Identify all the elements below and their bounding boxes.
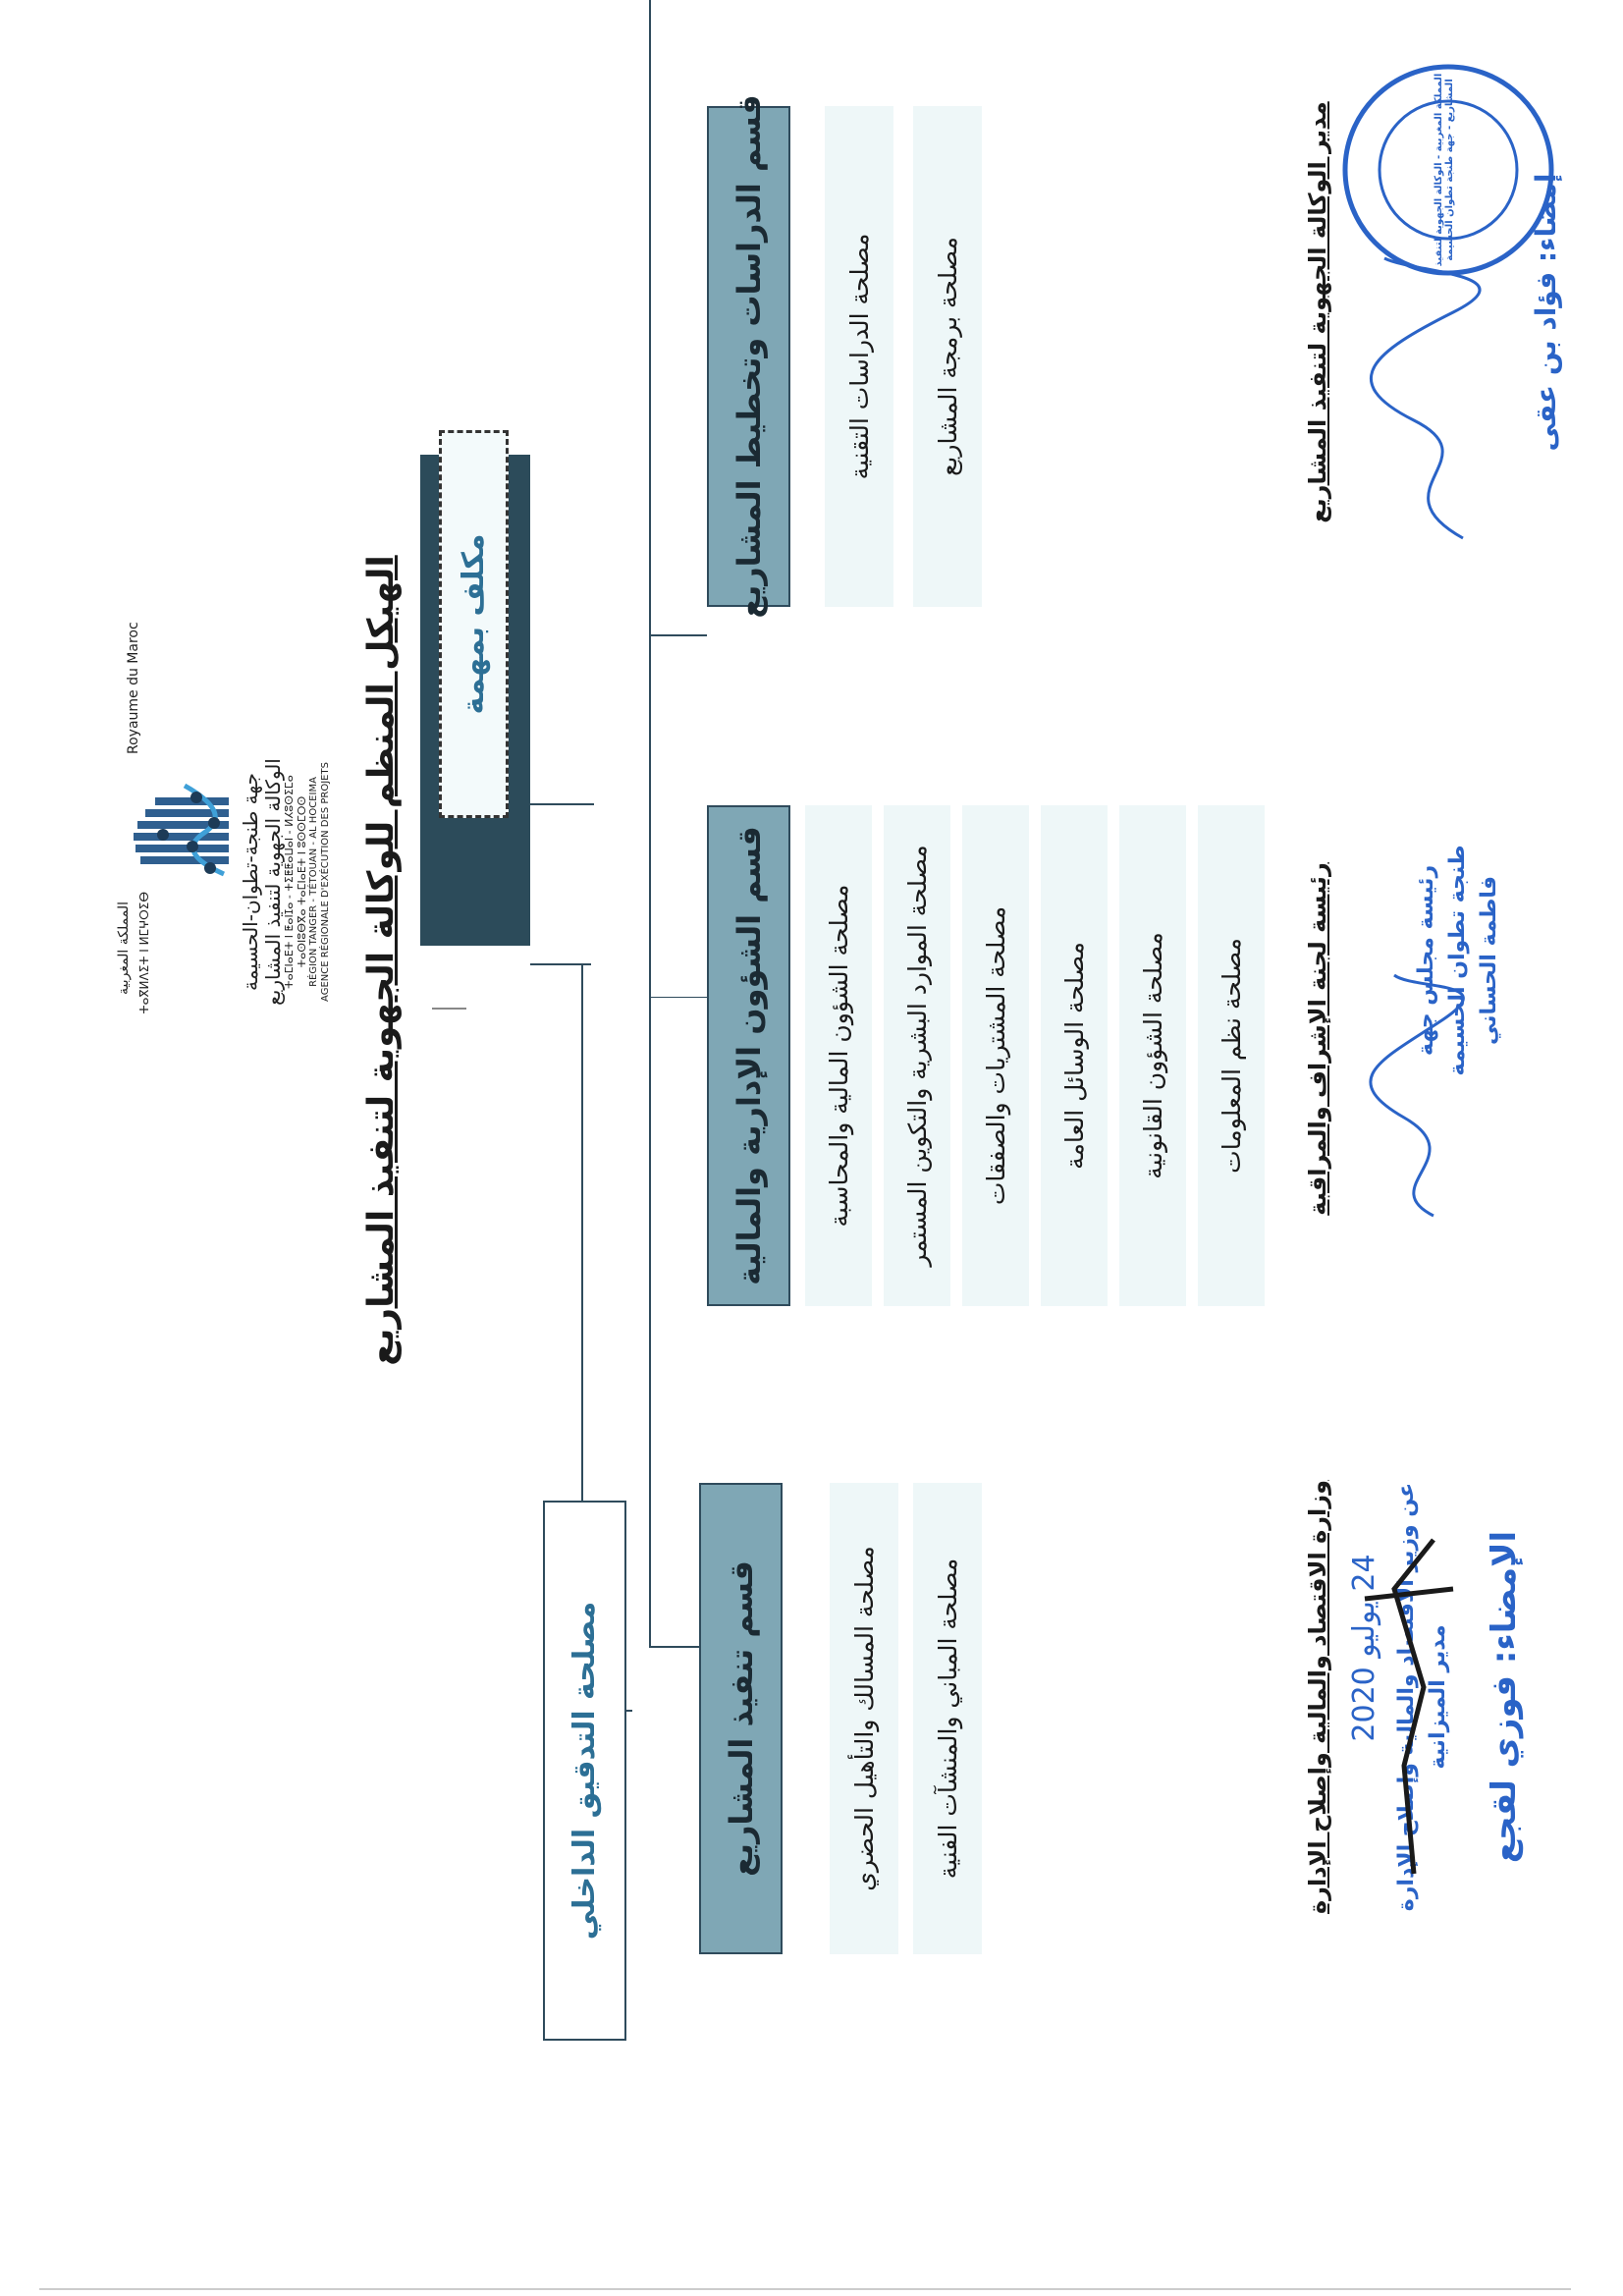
logo-tifinagh-agency: ⵜⴰⵙⵏⵓⴱⴳⴰ ⵜⴰⵎⵏⴰⴹⵜ ⵏ ⵓⵙⵙⵎⵔⵙ xyxy=(296,795,308,968)
director-handwritten-name: إمضاء: فؤاد بن عقى xyxy=(1530,173,1562,452)
signature-block-president: رئيسة لجنة الإشراف والمراقبة رئيسة مجلس … xyxy=(1296,813,1591,1265)
service-admin-4: مصلحة الوسائل العامة xyxy=(1041,805,1108,1306)
director-sig-label: مدير الوكالة الجهوية لتنفيذ المشاريع xyxy=(1304,101,1331,523)
president-signature-icon xyxy=(1369,973,1465,1218)
map-logo-icon xyxy=(134,783,229,877)
ministry-signature-icon xyxy=(1364,1538,1454,1875)
connector xyxy=(432,1008,466,1010)
logo-tifinagh-kingdom: ⵜⴰⴳⵍⴷⵉⵜ ⵏ ⵍⵎⵖⵔⵉⴱ xyxy=(137,892,151,1014)
ministry-sig-label: وزارة الاقتصاد والمالية وإصلاح الإدارة xyxy=(1304,1479,1331,1915)
agency-logo: المملكة المغربية Royaume du Maroc ⵜⴰⴳⵍⴷⵉ… xyxy=(116,622,331,1029)
division-execution: قسم تنفيذ المشاريع xyxy=(699,1483,783,1954)
agency-stamp-text: المملكة المغربية - الوكالة الجهوية لتنفي… xyxy=(1434,73,1455,267)
connector xyxy=(530,803,594,805)
connector xyxy=(650,997,709,998)
service-admin-5: مصلحة الشؤون القانونية xyxy=(1119,805,1186,1306)
page-rule xyxy=(39,2288,1571,2290)
task-officer-box: مكلف بمهمة xyxy=(439,430,509,818)
connector xyxy=(649,0,651,1648)
logo-agency-fr: AGENCE RÉGIONALE D'EXÉCUTION DES PROJETS xyxy=(320,762,331,1002)
logo-kingdom-ar: المملكة المغربية xyxy=(116,902,132,996)
service-admin-1: مصلحة الشؤون المالية والمحاسبة xyxy=(805,805,872,1306)
president-stamp-line-1: رئيسة مجلس جهة xyxy=(1414,864,1438,1057)
signature-block-ministry: وزارة الاقتصاد والمالية وإصلاح الإدارة 2… xyxy=(1296,1422,1591,1972)
service-admin-3: مصلحة المشتريات والصفقات xyxy=(962,805,1029,1306)
service-execution-1: مصلحة المسالك والتأهيل الحضري xyxy=(830,1483,898,1954)
connector xyxy=(650,634,707,636)
service-studies-2: مصلحة برمجة المشاريع xyxy=(913,106,982,607)
page-title: الهيكل المنظم للوكالة الجهوية لتنفيذ الم… xyxy=(361,555,402,1366)
logo-tifinagh-region: ⵜⴰⵎⵏⴰⴹⵜ ⵏ ⵟⴰⵏⵊⴰ - ⵜⵉⵟⵟⴰⵡⴰⵏ - ⵍⵃⵓⵙⵉⵎⴰ xyxy=(283,775,296,989)
president-sig-label: رئيسة لجنة الإشراف والمراقبة xyxy=(1304,862,1331,1216)
logo-region-ar: جهة طنجة-تطوان-الحسيمة xyxy=(239,773,262,991)
logo-agency-ar: الوكالة الجهوية لتنفيذ المشاريع xyxy=(261,758,285,1006)
president-stamp-line-2: طنجة تطوان الحسيمة xyxy=(1445,845,1470,1076)
logo-kingdom-fr: Royaume du Maroc xyxy=(126,622,141,754)
division-studies: قسم الدراسات وتخطيط المشاريع xyxy=(707,94,790,619)
ministry-signature-name: الإمضاء: فوزي لقجع xyxy=(1485,1530,1524,1864)
director-signature-icon xyxy=(1369,256,1482,540)
service-admin-6: مصلحة نظم المعلومات xyxy=(1198,805,1265,1306)
president-stamp-line-3: فاطمة الحساني xyxy=(1477,876,1501,1045)
internal-audit-box: مصلحة التدقيق الداخلي xyxy=(543,1501,626,2041)
connector xyxy=(530,963,582,965)
service-studies-1: مصلحة الدراسات التقنية xyxy=(825,106,893,607)
signature-block-director: مدير الوكالة الجهوية لتنفيذ المشاريع الم… xyxy=(1296,37,1591,587)
service-admin-2: مصلحة الموارد البشرية والتكوين المستمر xyxy=(884,805,950,1306)
service-execution-2: مصلحة المباني والمنشآت الفنية xyxy=(913,1483,982,1954)
division-admin-finance: قسم الشؤون الإدارية والمالية xyxy=(707,805,790,1306)
logo-region-fr: RÉGION TANGER - TÉTOUAN - AL HOCEIMA xyxy=(308,777,319,987)
